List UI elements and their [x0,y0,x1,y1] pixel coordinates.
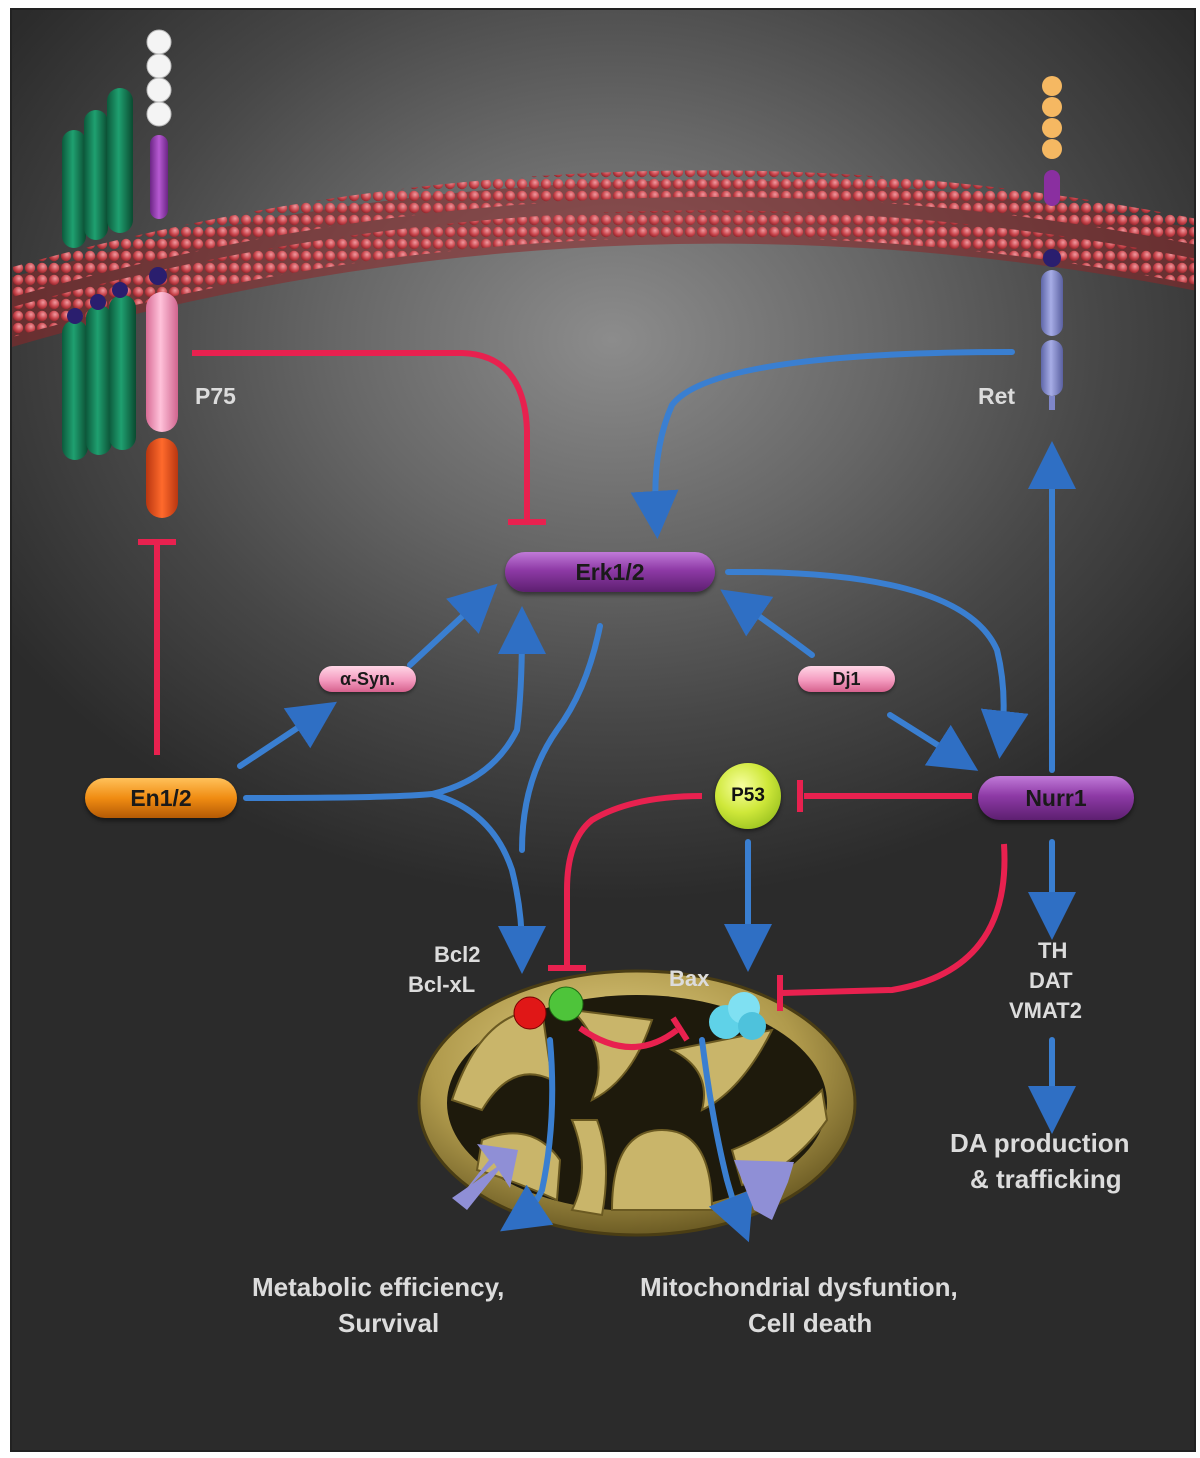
outcome-arrow-left [452,1144,518,1210]
right-outcome-line1: Mitochondrial dysfuntion, [640,1272,958,1302]
pathway-diagram [12,29,1194,1243]
p53-node: P53 [715,763,781,829]
bcl2-sphere [513,996,547,1030]
inhibition-lines [138,350,1008,1050]
diagram-frame: P75 Ret Erk1/2 En1/2 Nurr1 α-Syn. Dj1 P5… [10,8,1196,1452]
activation-arrows [237,349,1076,1243]
bclxl-sphere [548,986,584,1022]
mitochondrion [417,969,857,1237]
bclxl-label: Bcl-xL [408,972,476,997]
outcome-arrow-right [734,1160,794,1220]
en-node: En1/2 [85,778,237,818]
th-label: TH [1038,938,1068,963]
right-outcome-line2: Cell death [748,1308,873,1338]
ret-label: Ret [978,383,1016,409]
bax-label: Bax [669,966,710,991]
asyn-node: α-Syn. [319,666,416,692]
p75-label: P75 [195,383,236,409]
erk-node: Erk1/2 [505,552,715,592]
dat-label: DAT [1029,968,1073,993]
bcl2-label: Bcl2 [434,942,481,967]
left-outcome-line2: Survival [338,1308,440,1338]
ret-receptor [1041,76,1063,410]
bax-protein [709,992,766,1040]
left-outcome-line1: Metabolic efficiency, [252,1272,505,1302]
p75-receptor-complex [62,29,178,518]
da-label-line2: & trafficking [970,1164,1122,1194]
da-label-line1: DA production [950,1128,1130,1158]
nurr1-node: Nurr1 [978,776,1134,820]
cell-membrane [12,170,1194,348]
dj1-node: Dj1 [798,666,895,692]
vmat2-label: VMAT2 [1009,998,1082,1023]
